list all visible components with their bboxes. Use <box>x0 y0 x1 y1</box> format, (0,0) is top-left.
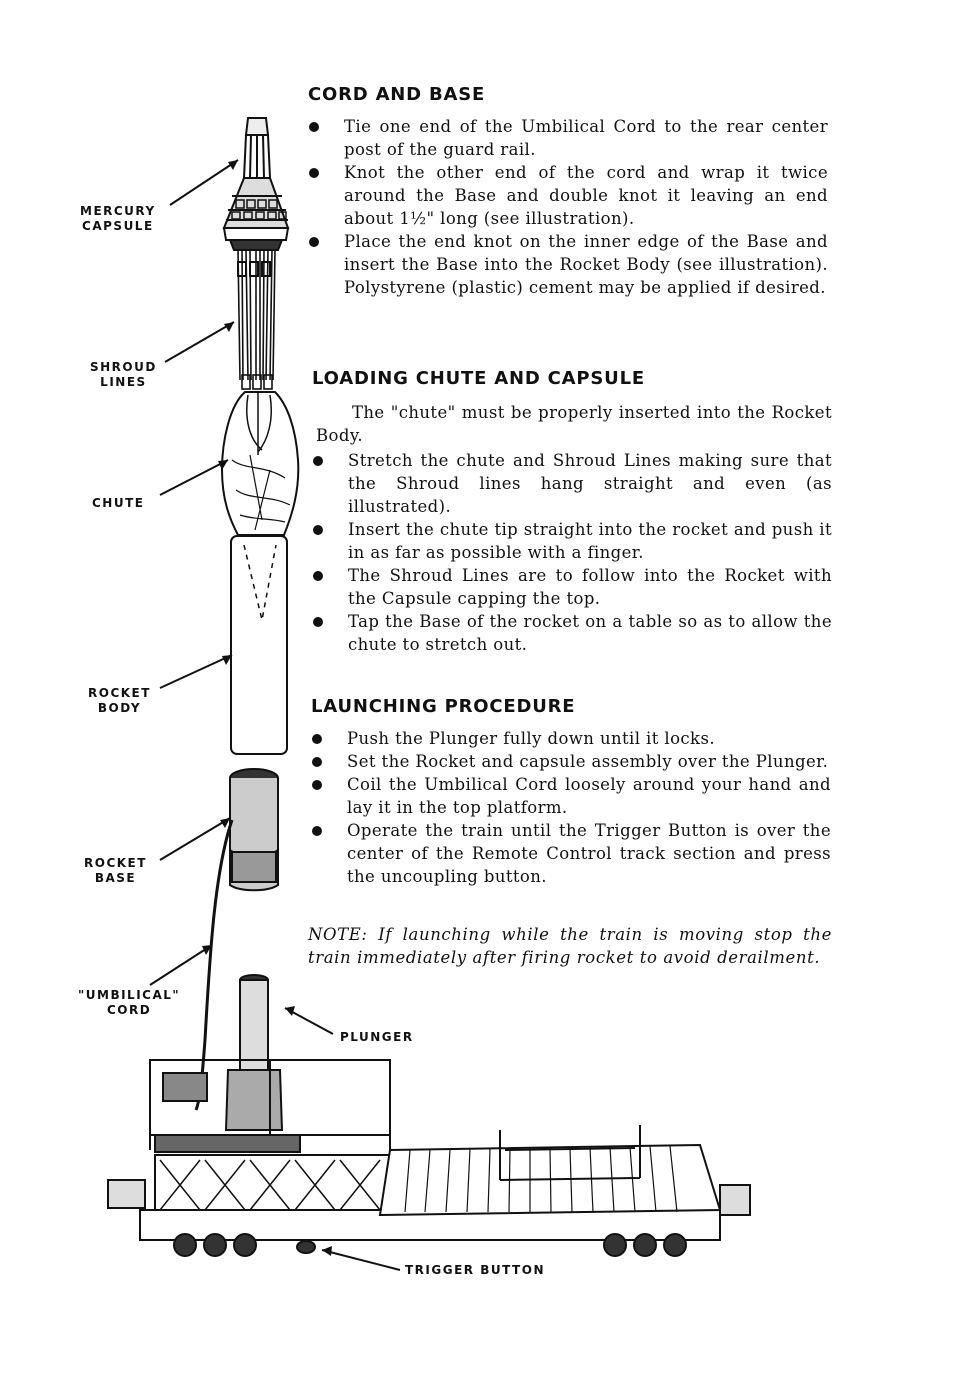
label-trigger-button-text: TRIGGER BUTTON <box>405 1263 545 1277</box>
label-rocket-body: ROCKET BODY <box>88 686 151 716</box>
list-item: Insert the chute tip straight into the r… <box>312 518 832 564</box>
flat-car-drawing <box>107 1059 751 1257</box>
label-shroud-lines-line2: LINES <box>100 375 147 389</box>
launching-note: NOTE: If launching while the train is mo… <box>308 923 832 969</box>
label-shroud-lines-line1: SHROUD <box>90 360 157 374</box>
label-rocket-base: ROCKET BASE <box>84 856 147 886</box>
label-umbilical-cord-line2: CORD <box>106 1003 152 1017</box>
list-item: Set the Rocket and capsule assembly over… <box>311 750 831 773</box>
label-rocket-body-line1: ROCKET <box>88 686 151 700</box>
label-umbilical-cord-line1: "UMBILICAL" <box>78 988 181 1002</box>
label-chute: CHUTE <box>92 496 144 511</box>
loading-chute-intro: The "chute" must be properly inserted in… <box>316 403 832 445</box>
label-rocket-base-line1: ROCKET <box>84 856 147 870</box>
umbilical-cord-drawing <box>194 819 234 1111</box>
list-item: Coil the Umbilical Cord loosely around y… <box>311 773 831 819</box>
label-mercury-capsule-line2: CAPSULE <box>82 219 154 233</box>
plunger-drawing <box>224 974 284 1131</box>
mercury-capsule-drawing <box>222 117 290 277</box>
list-item: The Shroud Lines are to follow into the … <box>312 564 832 610</box>
list-item: Tie one end of the Umbilical Cord to the… <box>308 115 828 161</box>
list-item: Knot the other end of the cord and wrap … <box>308 161 828 230</box>
label-rocket-base-line2: BASE <box>94 871 137 885</box>
label-plunger-text: PLUNGER <box>340 1030 414 1044</box>
label-shroud-lines: SHROUD LINES <box>90 360 157 390</box>
shroud-lines-drawing <box>237 249 276 390</box>
chute-drawing <box>220 391 300 536</box>
label-mercury-capsule-line1: MERCURY <box>80 204 156 218</box>
cord-and-base-list: Tie one end of the Umbilical Cord to the… <box>308 115 828 299</box>
rocket-base-drawing <box>229 768 279 892</box>
heading-launching: LAUNCHING PROCEDURE <box>311 696 576 717</box>
list-item: Stretch the chute and Shroud Lines makin… <box>312 449 832 518</box>
rocket-body-drawing <box>230 535 288 755</box>
section-cord-and-base: CORD AND BASE Tie one end of the Umbilic… <box>308 84 828 299</box>
section-launching: LAUNCHING PROCEDURE Push the Plunger ful… <box>311 696 831 888</box>
label-mercury-capsule: MERCURY CAPSULE <box>80 204 156 234</box>
label-umbilical-cord: "UMBILICAL" CORD <box>78 988 180 1018</box>
list-item: Tap the Base of the rocket on a table so… <box>312 610 832 656</box>
launching-note-text: NOTE: If launching while the train is mo… <box>308 925 832 967</box>
list-item: Operate the train until the Trigger Butt… <box>311 819 831 888</box>
list-item: Place the end knot on the inner edge of … <box>308 230 828 299</box>
leader-lines <box>149 159 401 1271</box>
label-chute-text: CHUTE <box>92 496 145 510</box>
list-item: Push the Plunger fully down until it loc… <box>311 727 831 750</box>
loading-chute-list: Stretch the chute and Shroud Lines makin… <box>312 449 832 656</box>
heading-loading-chute: LOADING CHUTE AND CAPSULE <box>312 368 645 389</box>
launching-list: Push the Plunger fully down until it loc… <box>311 727 831 888</box>
label-trigger-button: TRIGGER BUTTON <box>405 1263 545 1278</box>
heading-cord-and-base: CORD AND BASE <box>308 84 486 105</box>
label-rocket-body-line2: BODY <box>97 701 142 715</box>
label-plunger: PLUNGER <box>340 1030 414 1045</box>
section-loading-chute: LOADING CHUTE AND CAPSULE The "chute" mu… <box>312 368 832 656</box>
